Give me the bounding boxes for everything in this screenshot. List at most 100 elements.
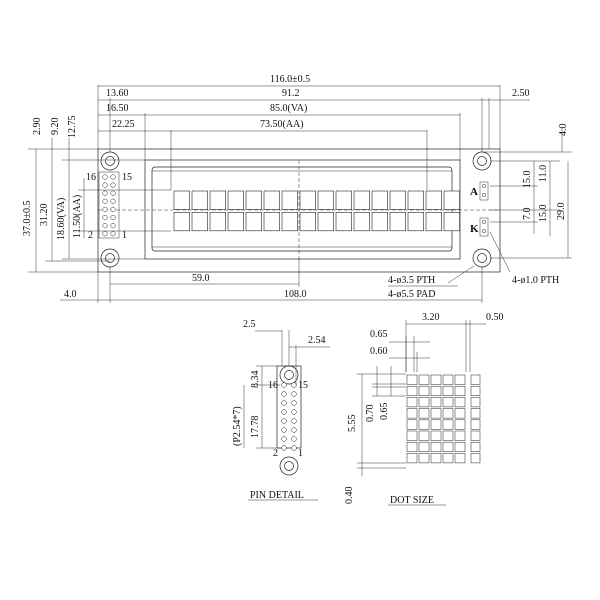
dot-dim-0-65-top: 0.65 [370,329,388,340]
character-cell [443,190,460,210]
pd-dim-2-54: 2.54 [308,335,326,346]
pixel-dot [442,430,454,441]
character-cell [407,212,424,232]
dim-59-0: 59.0 [192,273,210,284]
pixel-dot [442,385,454,396]
pixel-dot [442,374,454,385]
pixel-dot [430,408,442,419]
pixel-dot [430,441,442,452]
pd-dim-2-5: 2.5 [243,319,256,330]
pixel-dot-next [470,453,481,464]
pin-15-label: 15 [122,172,132,183]
dim-29-0: 29.0 [556,203,567,221]
pixel-dot [454,385,466,396]
character-cell [299,212,316,232]
pixel-dot [406,408,418,419]
dim-16-50: 16.50 [106,103,129,114]
character-cell [389,212,406,232]
pad-note: 4-ø5.5 PAD [388,289,435,300]
character-cell [191,212,208,232]
pixel-dot [454,408,466,419]
pin-1-label: 1 [122,230,127,241]
pin-detail-hole [281,391,287,397]
hole-bottom-left [100,248,120,268]
pixel-dot [442,397,454,408]
pd-pin-2: 2 [273,448,278,459]
dim-4-0-right: 4.0 [558,124,569,137]
pixel-dot-next [470,419,481,430]
pixel-dot [442,419,454,430]
character-cell [443,212,460,232]
pixel-dot-next [470,441,481,452]
right-dimension-lines [482,128,572,259]
pin-hole [110,231,116,237]
overall-height-dim: 37.0±0.5 [22,201,33,237]
pin-detail-hole [291,436,297,442]
dot-dim-3-20: 3.20 [422,312,440,323]
pixel-dot [430,374,442,385]
character-cell [209,190,226,210]
character-cell [299,190,316,210]
pin-detail-hole [281,436,287,442]
character-cell [263,190,280,210]
bottom-dimension-lines [60,259,483,303]
character-cell [245,212,262,232]
pixel-dot [418,419,430,430]
pixel-dot [454,453,466,464]
pin-hole [110,182,116,188]
pin-hole [110,174,116,180]
top-dimension-lines [97,85,530,190]
pth-note: 4-ø3.5 PTH [388,275,435,286]
dot-size-view [357,320,486,476]
pixel-dot [418,430,430,441]
pin-hole [110,206,116,212]
character-cell [245,190,262,210]
left-dimension-lines [28,138,171,273]
character-cell [353,190,370,210]
pd-pin-16: 16 [268,380,278,391]
pixel-dot [442,453,454,464]
dim-4-0-bottom: 4.0 [64,289,77,300]
dim-22-25: 22.25 [112,119,135,130]
dim-2-90: 2.90 [32,118,43,136]
pin-detail-hole [291,427,297,433]
character-cell [227,212,244,232]
pin-hole [110,190,116,196]
pixel-dot [418,374,430,385]
character-cell [371,190,388,210]
pin-detail-hole [281,382,287,388]
pixel-dot [454,397,466,408]
dim-2-50: 2.50 [512,88,530,99]
backlight-pins [479,181,489,237]
pixel-dot [454,419,466,430]
pixel-dot [406,374,418,385]
aa-width-dim: 73.50(AA) [260,119,304,130]
character-cell [191,190,208,210]
pin-detail-hole [291,418,297,424]
pin-detail-hole [291,391,297,397]
character-cell [281,212,298,232]
pin-hole [102,198,108,204]
pixel-dot [406,419,418,430]
pin-detail-hole [291,445,297,451]
character-cell [281,190,298,210]
pixel-dot [454,441,466,452]
character-cell [173,212,190,232]
pixel-dot [430,397,442,408]
pin-detail-hole [291,382,297,388]
pixel-dot [418,385,430,396]
pd-pin-1: 1 [298,448,303,459]
pd-pin-15: 15 [298,380,308,391]
pin-detail-hole [281,400,287,406]
dim-13-60: 13.60 [106,88,129,99]
dot-dim-0-50: 0.50 [486,312,504,323]
hole-top-left [100,151,120,171]
pd-pitch: (P2.54*7) [232,406,243,446]
dim-108-0: 108.0 [284,289,307,300]
pixel-dot-next [470,408,481,419]
pin-hole [102,214,108,221]
pin-hole [102,206,108,212]
pin-detail-hole [281,409,287,415]
character-grid [173,190,460,232]
